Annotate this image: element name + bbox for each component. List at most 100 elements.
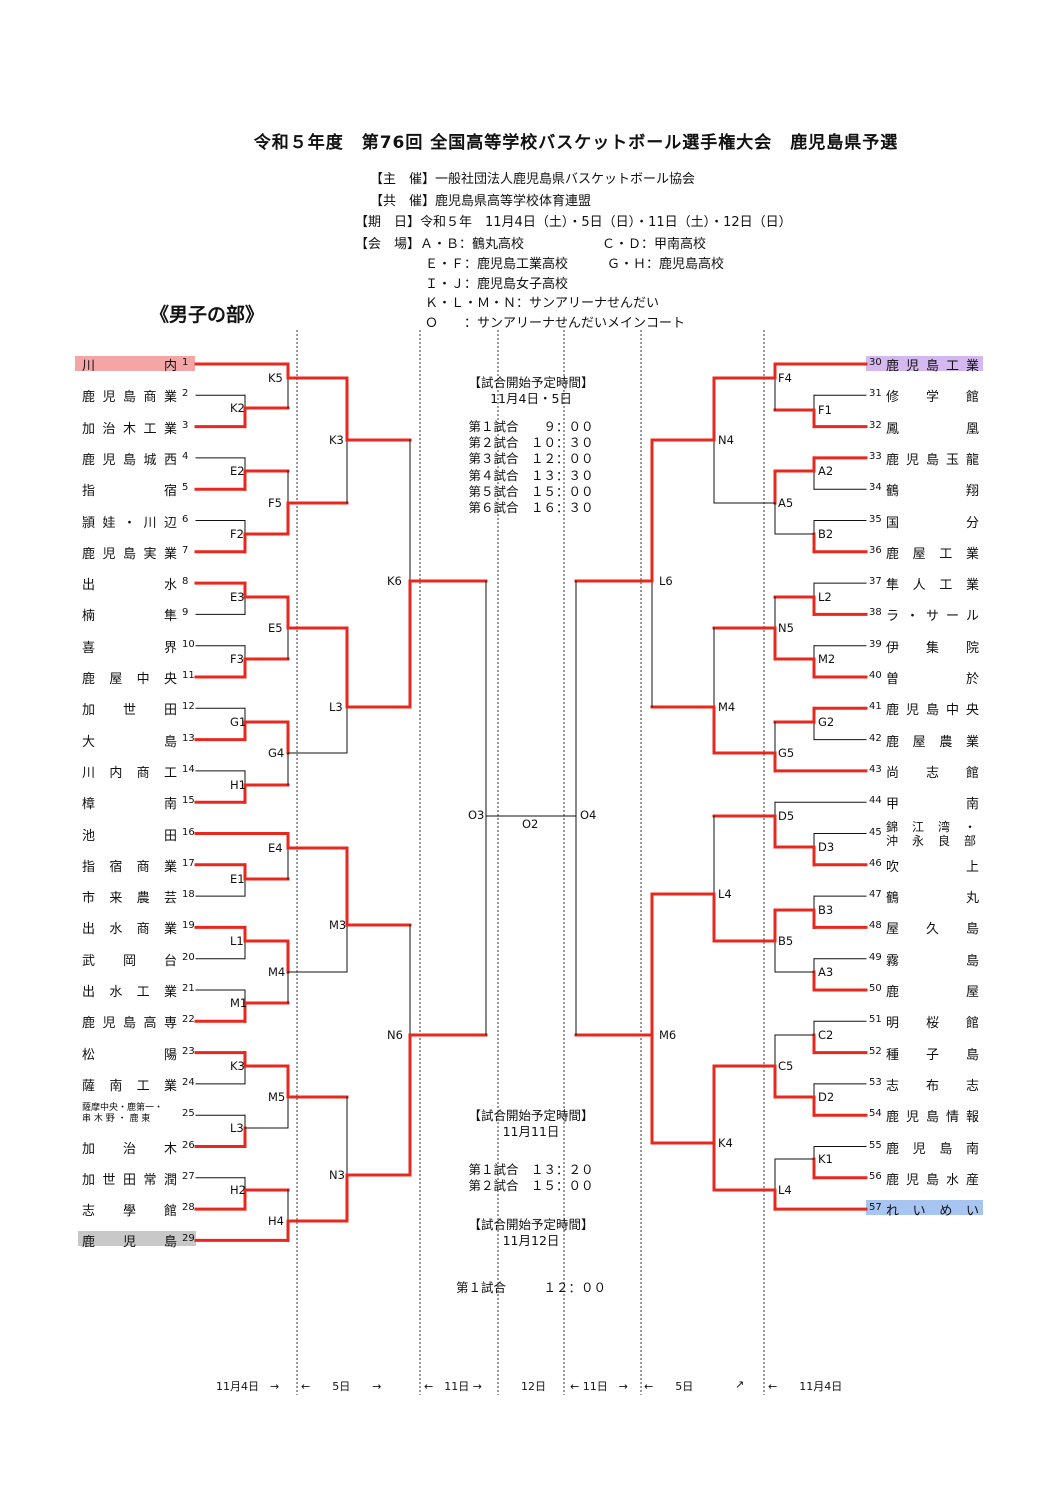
team-name: 薩南工業 xyxy=(82,1078,178,1094)
team-name: ラ・サール xyxy=(886,609,980,625)
match-code: G5 xyxy=(778,746,795,760)
team-number: 13 xyxy=(182,732,195,744)
team-name: 出 水 xyxy=(82,578,178,594)
team-name: 池 田 xyxy=(82,828,178,844)
match-code: K1 xyxy=(818,1152,833,1166)
match-code: F3 xyxy=(230,652,244,666)
team-name: 鹿児島南 xyxy=(886,1141,980,1157)
match-code: F1 xyxy=(818,403,832,417)
team-name: 武 岡 台 xyxy=(82,953,178,969)
footer-label: ← 11日 → xyxy=(424,1380,482,1393)
match-code: K4 xyxy=(718,1136,733,1150)
team-name: 伊 集 院 xyxy=(886,640,980,656)
match-code: G4 xyxy=(268,746,285,760)
team-name: 鶴 翔 xyxy=(886,484,980,500)
team-number: 37 xyxy=(869,576,882,588)
team-name: 鹿児島工業 xyxy=(886,359,980,374)
info-line: Ｉ・Ｊ：鹿児島女子高校 xyxy=(425,277,569,292)
team-number: 23 xyxy=(182,1045,195,1057)
team-number: 20 xyxy=(182,951,195,963)
team-number: 34 xyxy=(869,482,882,494)
team-number: 41 xyxy=(869,701,882,713)
schedule-heading: 【試合開始予定時間】 xyxy=(468,1217,594,1232)
schedule-game: 第３試合 １２：００ xyxy=(468,451,594,467)
match-code: K3 xyxy=(230,1059,245,1073)
team-number: 31 xyxy=(869,388,882,400)
team-highlight xyxy=(866,356,983,371)
team-number: 51 xyxy=(869,1014,882,1026)
team-number: 46 xyxy=(869,857,882,869)
match-code: N4 xyxy=(718,433,734,447)
footer-label: 11月4日 → xyxy=(216,1380,280,1393)
team-name: 指宿商業 xyxy=(82,859,178,875)
team-name: 加 治 木 xyxy=(82,1141,178,1157)
match-code: M4 xyxy=(268,965,286,979)
team-name: 出水商業 xyxy=(82,922,178,938)
team-name: 鹿屋工業 xyxy=(886,546,980,562)
team-number: 28 xyxy=(182,1202,195,1214)
team-name: 出水工業 xyxy=(82,985,178,1000)
team-name: 鹿児島水産 xyxy=(886,1172,980,1188)
match-code: K5 xyxy=(268,371,283,385)
team-number: 44 xyxy=(869,795,882,807)
match-code: D3 xyxy=(818,840,835,854)
schedule-dates: 11月4日・5日 xyxy=(490,391,572,406)
team-name: 鹿 屋 xyxy=(886,985,980,1000)
match-code: H4 xyxy=(268,1214,284,1228)
match-code: L6 xyxy=(659,574,673,588)
team-name: 志 布 志 xyxy=(886,1078,980,1094)
team-number: 15 xyxy=(182,795,195,807)
team-number: 29 xyxy=(182,1233,195,1245)
team-number: 35 xyxy=(869,513,882,525)
team-name: 市来農芸 xyxy=(82,891,178,907)
team-name: 国 分 xyxy=(886,515,980,531)
team-number: 18 xyxy=(182,889,195,901)
team-name: 鹿児島商業 xyxy=(82,390,178,406)
match-code: L3 xyxy=(230,1121,244,1135)
team-number: 12 xyxy=(182,701,195,713)
match-code: M3 xyxy=(329,918,347,932)
team-name: 種 子 島 xyxy=(886,1047,980,1063)
match-code: B2 xyxy=(818,527,834,541)
schedule-game: 第１試合 １３：２０ xyxy=(468,1162,594,1177)
team-number: 30 xyxy=(869,357,882,368)
schedule-heading: 【試合開始予定時間】 xyxy=(468,1108,594,1123)
team-number: 45 xyxy=(869,826,882,838)
team-name: 鹿児島中央 xyxy=(886,703,980,719)
team-highlight xyxy=(78,1231,196,1246)
schedule-game: 第４試合 １３：３０ xyxy=(468,467,594,483)
match-code: C5 xyxy=(778,1059,794,1073)
schedule-heading: 【試合開始予定時間】 xyxy=(468,375,594,390)
team-number: 14 xyxy=(182,763,195,775)
info-line: 【共 催】鹿児島県高等学校体育連盟 xyxy=(370,194,592,209)
match-code-o3: O3 xyxy=(468,808,485,822)
team-name: 曽 於 xyxy=(886,672,980,687)
match-code: K6 xyxy=(387,574,402,588)
team-number: 21 xyxy=(182,983,195,994)
info-line: Ｏ ：サンアリーナせんだいメインコート xyxy=(425,316,686,331)
team-name: 志 學 館 xyxy=(82,1204,178,1220)
schedule-game: 第６試合 １６：３０ xyxy=(468,500,594,515)
team-number: 47 xyxy=(869,889,882,901)
schedule-game: 第１試合 １２：００ xyxy=(455,1280,606,1295)
schedule-game: 第１試合 ９：００ xyxy=(468,419,594,434)
match-code: A5 xyxy=(778,496,794,510)
team-number: 7 xyxy=(182,544,189,556)
team-highlight xyxy=(866,1200,983,1215)
match-code: L1 xyxy=(230,934,244,948)
team-number: 9 xyxy=(182,607,189,619)
match-code: E3 xyxy=(230,590,245,604)
match-code: F5 xyxy=(268,496,282,510)
team-highlight xyxy=(75,356,195,371)
team-name: 屋 久 島 xyxy=(886,922,980,938)
match-code: K2 xyxy=(230,401,245,415)
team-name: 鹿屋農業 xyxy=(886,734,980,750)
section-title: 《男子の部》 xyxy=(150,304,265,326)
match-code-o4: O4 xyxy=(580,808,597,822)
match-code: E4 xyxy=(268,841,283,855)
footer-label: ← 5日 → xyxy=(301,1380,382,1393)
footer-label: ↗ xyxy=(735,1378,745,1391)
match-code: M2 xyxy=(818,652,836,666)
match-code: E1 xyxy=(230,872,245,886)
